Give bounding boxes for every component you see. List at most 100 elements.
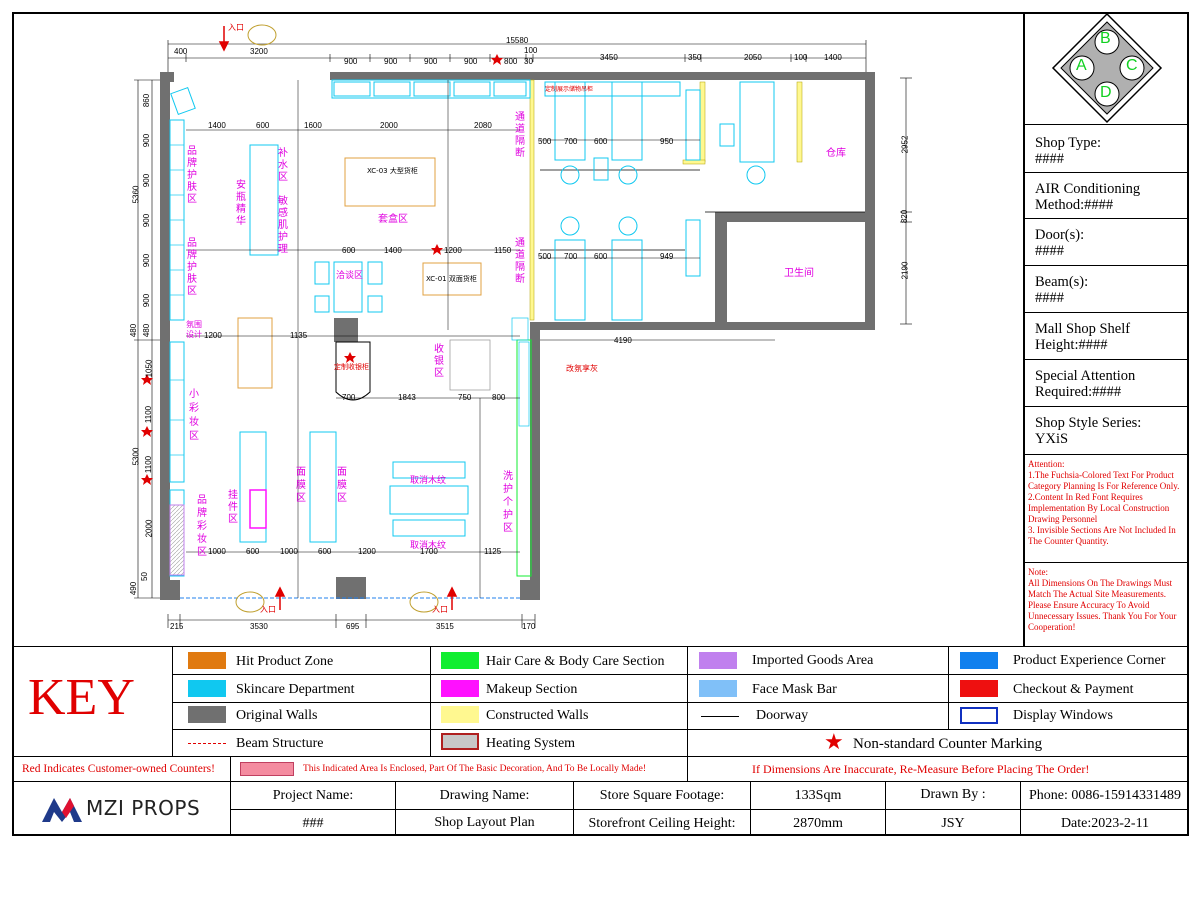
dim-bottom-5: 170 — [522, 622, 536, 631]
dim-top-12: 2050 — [744, 53, 762, 62]
enclosed-swatch — [240, 762, 294, 776]
entrance-arrows — [218, 26, 458, 610]
dim-inner: 2080 — [474, 121, 492, 130]
mzi-logo-icon — [42, 798, 82, 822]
zone-storage: 仓库 — [826, 148, 846, 159]
dim-bottom-3: 695 — [346, 622, 360, 631]
internal-dimension-lines — [186, 80, 775, 598]
dim-right-3: 2190 — [900, 261, 910, 280]
dim-top-7: 800 — [504, 57, 518, 66]
zone-gift: 套盒区 — [378, 214, 408, 225]
dim-inner: 600 — [342, 246, 356, 255]
dim-inner: 700 — [564, 252, 578, 261]
swatch-makeup — [441, 680, 479, 697]
key-row-line — [12, 756, 1189, 757]
zone-small-makeup: 小彩妆区 — [189, 389, 199, 442]
dim-top-1: 400 — [174, 47, 188, 56]
dim-inner: 600 — [594, 137, 608, 146]
project-name-label: Project Name: — [272, 788, 354, 803]
key-skincare: Skincare Department — [236, 682, 355, 697]
dim-top-13: 100 — [794, 53, 808, 62]
dim-inner: 949 — [660, 252, 674, 261]
note-customer: Red Indicates Customer-owned Counters! — [22, 763, 215, 775]
dim-left-4: 900 — [142, 213, 152, 228]
dim-inner: 750 — [458, 393, 472, 402]
nonstandard-stars — [141, 54, 503, 485]
phone: Phone: 0086-15914331489 — [1028, 788, 1182, 803]
key-facemask: Face Mask Bar — [752, 682, 837, 697]
key-col-line — [687, 646, 688, 781]
dim-bottom-4: 3515 — [436, 622, 454, 631]
zone-water: 补水区 — [278, 148, 288, 183]
drawing-name: Shop Layout Plan — [434, 815, 535, 830]
dim-top-11: 350 — [688, 53, 702, 62]
shelf-height: Mall Shop Shelf Height:#### — [1025, 312, 1189, 359]
compass-b: B — [1100, 30, 1111, 47]
floor-plan — [134, 24, 912, 628]
key-title: KEY — [28, 669, 135, 726]
label-xc03: XC-03 大型货柜 — [367, 167, 418, 175]
zone-toilet: 卫生间 — [784, 268, 814, 279]
dim-inner: 4190 — [614, 336, 632, 345]
dim-right-2: 820 — [900, 209, 910, 224]
compass-diagram — [1051, 12, 1163, 124]
swatch-experience — [960, 652, 998, 669]
dim-left-11: 1100 — [144, 455, 154, 474]
dim-bottom-2: 3530 — [250, 622, 268, 631]
swatch-beam — [188, 743, 226, 744]
key-walls: Original Walls — [236, 708, 318, 723]
dim-inner: 1600 — [304, 121, 322, 130]
dim-top-8: 30 — [524, 57, 533, 66]
swatch-walls — [188, 706, 226, 723]
dim-inner: 600 — [318, 547, 332, 556]
gondolas — [239, 144, 469, 543]
swatch-windows — [960, 707, 998, 724]
entrance-label-left: 入口 — [260, 605, 276, 614]
entrance-label-top: 入口 — [228, 23, 244, 32]
original-walls — [160, 72, 875, 600]
title-col-line — [885, 781, 886, 836]
zone-consult: 洽谈区 — [336, 271, 364, 281]
dim-left-1: 860 — [142, 93, 152, 108]
notes-bottom-border — [12, 781, 1189, 782]
sqft-label: Store Square Footage: — [599, 788, 725, 803]
zone-atmosphere: 氛围设计 — [186, 320, 202, 339]
dim-overall-top: 15580 — [506, 36, 529, 45]
zone-skincare-brand-2: 品牌护肤区 — [187, 238, 197, 297]
attention-notes: Attention: 1.The Fuchsia-Colored Text Fo… — [1025, 454, 1189, 562]
dim-inner: 1000 — [208, 547, 226, 556]
key-col-line — [430, 646, 431, 756]
key-imported: Imported Goods Area — [752, 653, 874, 668]
dim-left-9: 1050 — [144, 359, 154, 378]
key-heating: Heating System — [486, 736, 576, 751]
attention-1: 1.The Fuchsia-Colored Text For Product C… — [1028, 470, 1180, 491]
key-experience: Product Experience Corner — [1013, 653, 1166, 668]
label-custom-cashier: 定制收银柜 — [334, 363, 369, 371]
dim-left-6: 900 — [142, 293, 152, 308]
key-row-line — [172, 702, 1189, 703]
key-checkout: Checkout & Payment — [1013, 682, 1134, 697]
dim-inner: 1843 — [398, 393, 416, 402]
swatch-heating — [441, 733, 479, 750]
swatch-imported — [699, 652, 737, 669]
label-xc01: XC-01 双面货柜 — [426, 275, 477, 283]
swatch-skincare — [188, 680, 226, 697]
compass-d: D — [1100, 84, 1112, 101]
swatch-checkout — [960, 680, 998, 697]
note-remeasure: If Dimensions Are Inaccurate, Re-Measure… — [752, 762, 1090, 776]
dim-inner: 600 — [246, 547, 260, 556]
dim-inner: 1700 — [420, 547, 438, 556]
swatch-constructed — [441, 706, 479, 723]
dim-inner: 500 — [538, 252, 552, 261]
dim-left-5: 900 — [142, 253, 152, 268]
drawing-frame — [12, 12, 1189, 836]
dim-left-13: 50 — [139, 572, 149, 581]
drawn-by: JSY — [941, 816, 965, 831]
zone-skincare-brand: 品牌护肤区 — [187, 146, 197, 205]
info-panel: B A C D Shop Type: #### AIR Conditioning… — [1023, 12, 1189, 646]
notes-divider — [230, 756, 231, 836]
nonstandard-star-icon: ★ — [824, 730, 844, 755]
swatch-hair — [441, 652, 479, 669]
dim-left-overall-1: 5360 — [131, 185, 141, 204]
dim-top-5: 900 — [424, 57, 438, 66]
